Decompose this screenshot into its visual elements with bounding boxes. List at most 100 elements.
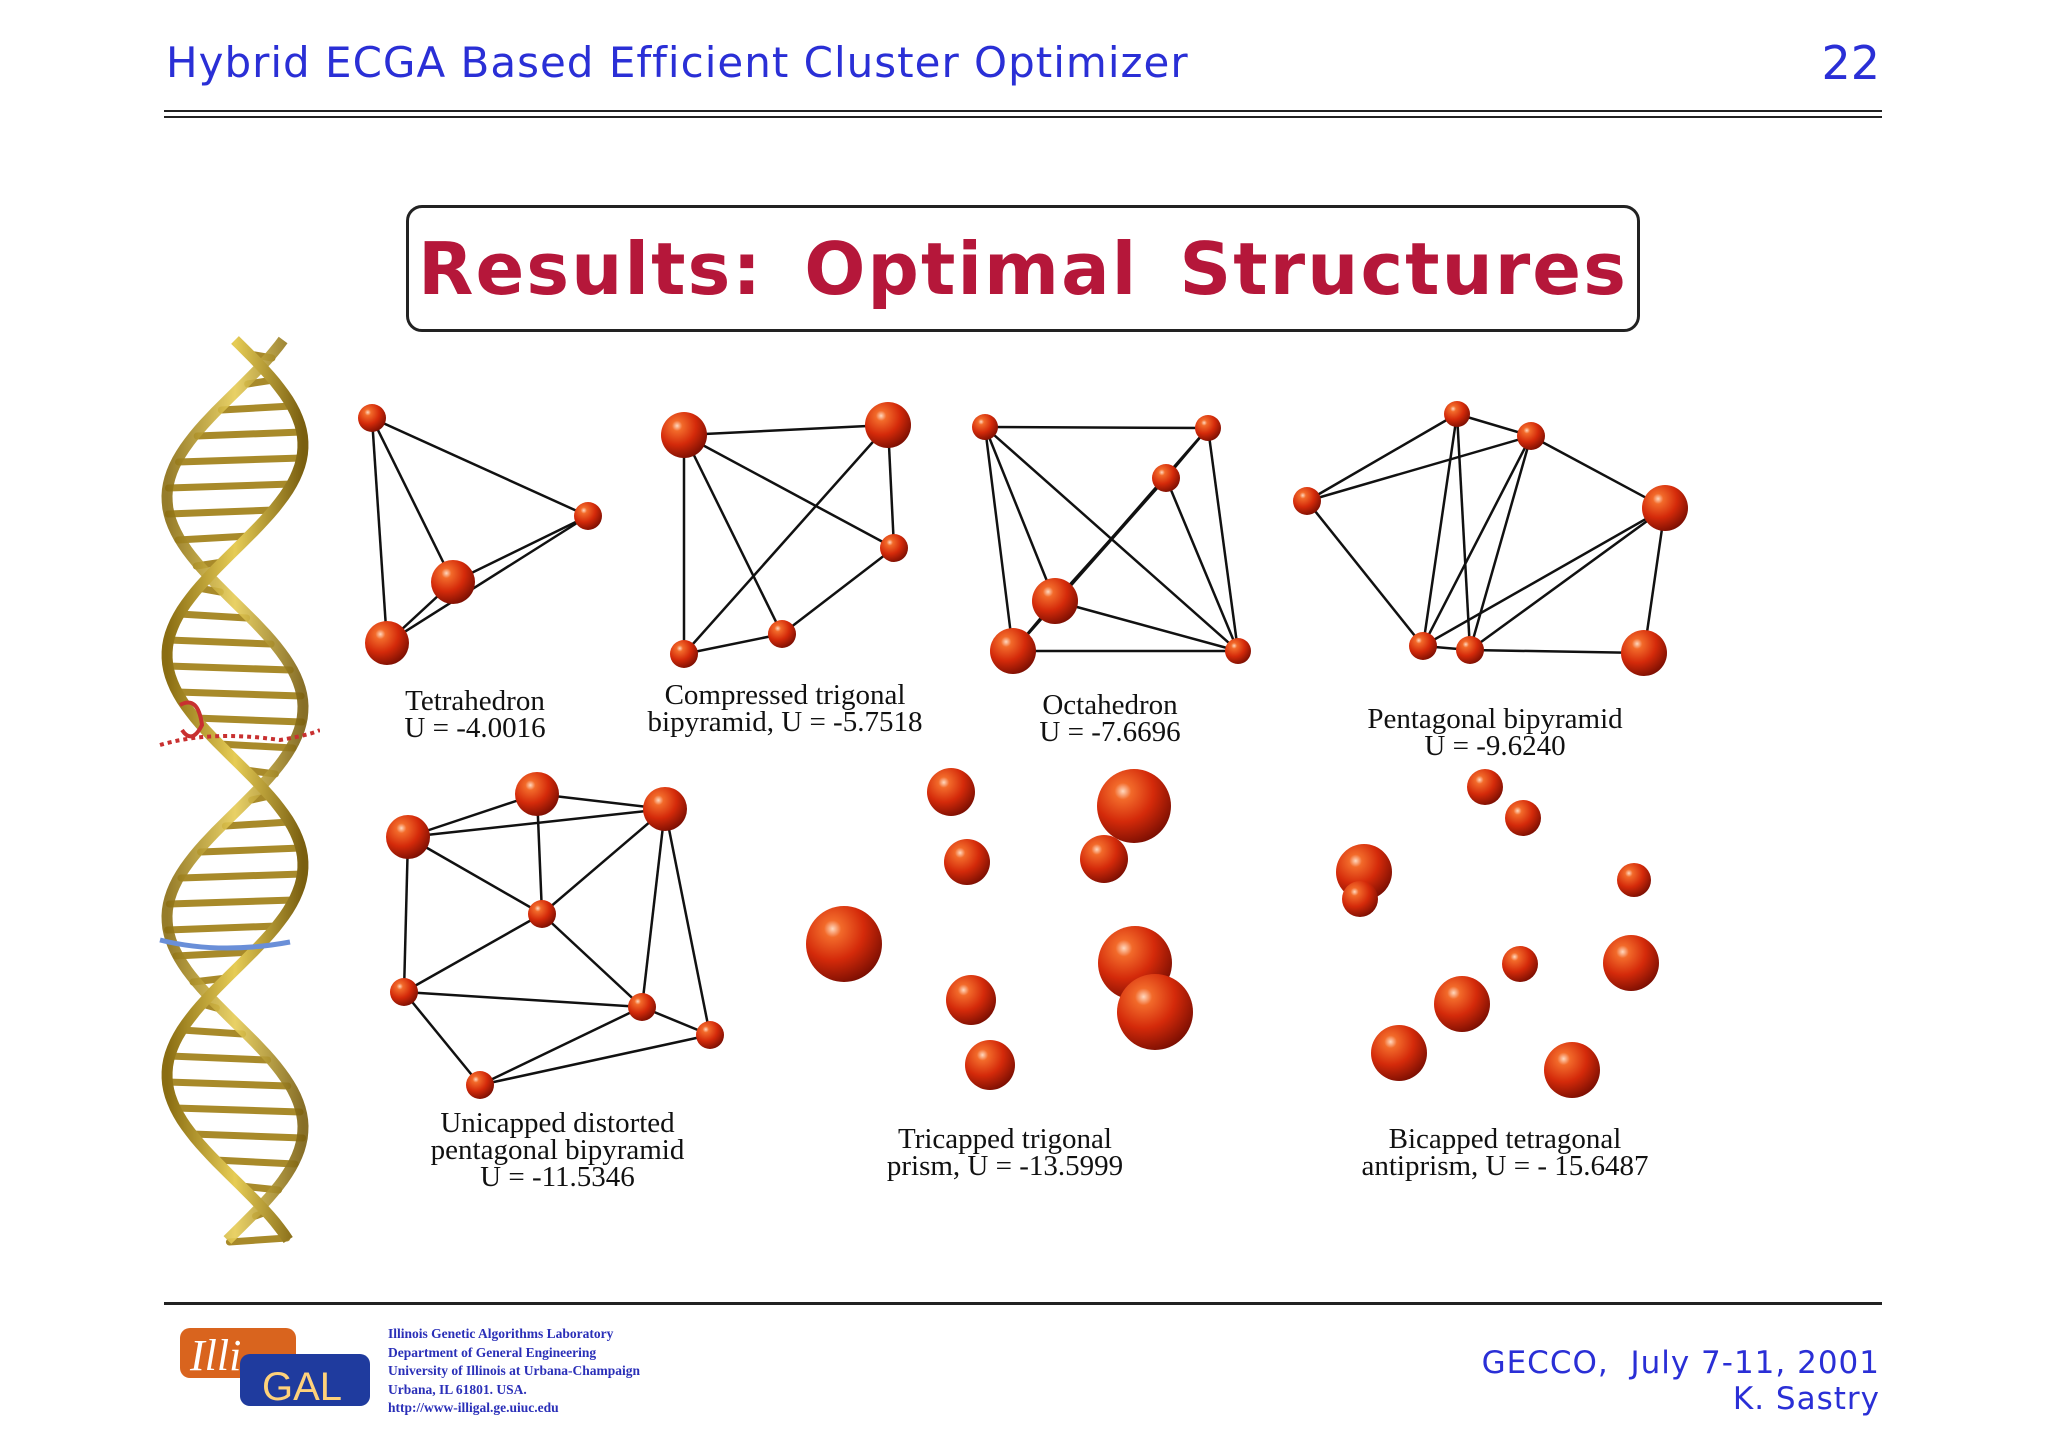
lab-line: Illinois Genetic Algorithms Laboratory: [388, 1326, 614, 1341]
base-pair-rung: [175, 454, 306, 466]
atom-sphere: [1467, 769, 1503, 805]
atom-sphere: [1621, 630, 1667, 676]
caption-energy: U = -7.6696: [1039, 716, 1181, 748]
illigal-logo: Illi GAL: [180, 1328, 370, 1409]
atom-sphere: [1502, 946, 1538, 982]
bond-line: [1421, 413, 1459, 647]
caption-octahedron: Octahedron U = -7.6696: [1005, 691, 1215, 748]
bond-line: [663, 808, 712, 1036]
caption-line: Pentagonal bipyramid: [1367, 703, 1623, 735]
caption-bicapped-tetragonal-antiprism: Bicapped tetragonal antiprism, U = - 15.…: [1325, 1125, 1685, 1181]
bond-line: [683, 423, 889, 437]
base-pair-rung: [164, 480, 296, 492]
caption-compressed-trigonal-bipyramid: Compressed trigonal bipyramid, U = -5.75…: [620, 679, 950, 738]
atom-sphere: [1097, 769, 1171, 843]
header-title: Hybrid ECGA Based Efficient Cluster Opti…: [166, 38, 1189, 87]
base-pair-rung: [175, 610, 251, 622]
bond-line: [640, 808, 667, 1008]
conference: GECCO, July 7-11, 2001: [1481, 1345, 1880, 1381]
atom-sphere: [1080, 835, 1128, 883]
bond-line: [1455, 413, 1472, 651]
base-pair-rung: [164, 506, 277, 518]
bond-line: [407, 807, 666, 839]
caption-line: pentagonal bipyramid: [430, 1134, 685, 1166]
atom-sphere: [365, 621, 409, 665]
bond-line: [983, 426, 1015, 652]
caption-line: bipyramid, U = -5.7518: [647, 706, 923, 738]
caption-energy: U = -11.5346: [480, 1161, 635, 1193]
bond-line: [781, 547, 895, 635]
base-pair-rung: [164, 662, 294, 674]
cluster-structures: [358, 401, 1688, 1099]
bond-line: [407, 792, 538, 839]
bond-line: [452, 514, 589, 584]
atom-sphere: [1642, 485, 1688, 531]
bond-line: [370, 417, 389, 644]
base-pair-rung: [197, 844, 305, 856]
bond-line: [403, 991, 481, 1086]
base-pair-rung: [174, 532, 253, 544]
bond-line: [1306, 434, 1532, 503]
atom-sphere: [661, 412, 707, 458]
base-pair-rung: [221, 818, 293, 830]
atom-sphere: [628, 993, 656, 1021]
atom-sphere: [528, 900, 556, 928]
atom-sphere: [965, 1040, 1015, 1090]
dna-helix-image: [159, 336, 320, 1246]
bond-line: [1422, 506, 1666, 648]
slide-title-box: Results: Optimal Structures: [406, 205, 1640, 332]
lab-line: University of Illinois at Urbana-Champai…: [388, 1363, 641, 1378]
atom-sphere: [1544, 1042, 1600, 1098]
bond-line: [1469, 648, 1645, 655]
bond-line: [1469, 506, 1666, 652]
base-pair-rung: [171, 1104, 304, 1116]
base-pair-rung: [215, 740, 297, 752]
bond-line: [984, 425, 1209, 430]
atom-sphere: [1456, 636, 1484, 664]
atom-sphere: [865, 402, 911, 448]
atom-sphere: [768, 620, 796, 648]
atom-sphere: [696, 1021, 724, 1049]
atom-sphere: [1505, 800, 1541, 836]
atom-sphere: [946, 975, 996, 1025]
bond-line: [479, 1033, 711, 1087]
atom-sphere: [386, 815, 430, 859]
slide-title: Results: Optimal Structures: [418, 226, 1628, 311]
atom-sphere: [880, 534, 908, 562]
base-pair-rung: [165, 896, 298, 908]
atom-sphere: [1603, 935, 1659, 991]
atom-sphere: [1342, 881, 1378, 917]
caption-line: Compressed trigonal: [664, 679, 906, 711]
base-pair-rung: [172, 948, 257, 960]
atom-sphere: [972, 414, 998, 440]
bond-line: [1306, 500, 1424, 647]
bond-line: [1012, 477, 1167, 652]
atom-sphere: [1434, 976, 1490, 1032]
atom-sphere: [927, 768, 975, 816]
bond-line: [683, 433, 895, 550]
atom-sphere: [1152, 464, 1180, 492]
lab-line: Urbana, IL 61801. USA.: [388, 1381, 527, 1397]
bond-line: [386, 514, 589, 645]
bond-line: [371, 416, 589, 518]
atom-sphere: [431, 560, 475, 604]
bond-line: [682, 434, 784, 635]
logo-text-bottom: GAL: [262, 1365, 342, 1409]
caption-line: Tetrahedron: [405, 685, 545, 717]
page-number: 22: [1821, 36, 1880, 90]
lab-line: Department of General Engineering: [388, 1344, 597, 1360]
atom-sphere: [1444, 401, 1470, 427]
bond-line: [407, 835, 543, 916]
atom-sphere: [1409, 632, 1437, 660]
base-pair-rung: [193, 428, 306, 440]
bond-line: [402, 836, 410, 993]
bond-line: [403, 990, 643, 1009]
bond-line: [403, 912, 543, 994]
bond-line: [683, 632, 783, 656]
atom-sphere: [806, 906, 882, 982]
atom-sphere: [944, 839, 990, 885]
caption-tricapped-trigonal-prism: Tricapped trigonal prism, U = -13.5999: [850, 1125, 1160, 1181]
bond-line: [683, 424, 889, 655]
lab-url[interactable]: http://www-illigal.ge.uiuc.edu: [388, 1400, 559, 1415]
atom-sphere: [1517, 422, 1545, 450]
